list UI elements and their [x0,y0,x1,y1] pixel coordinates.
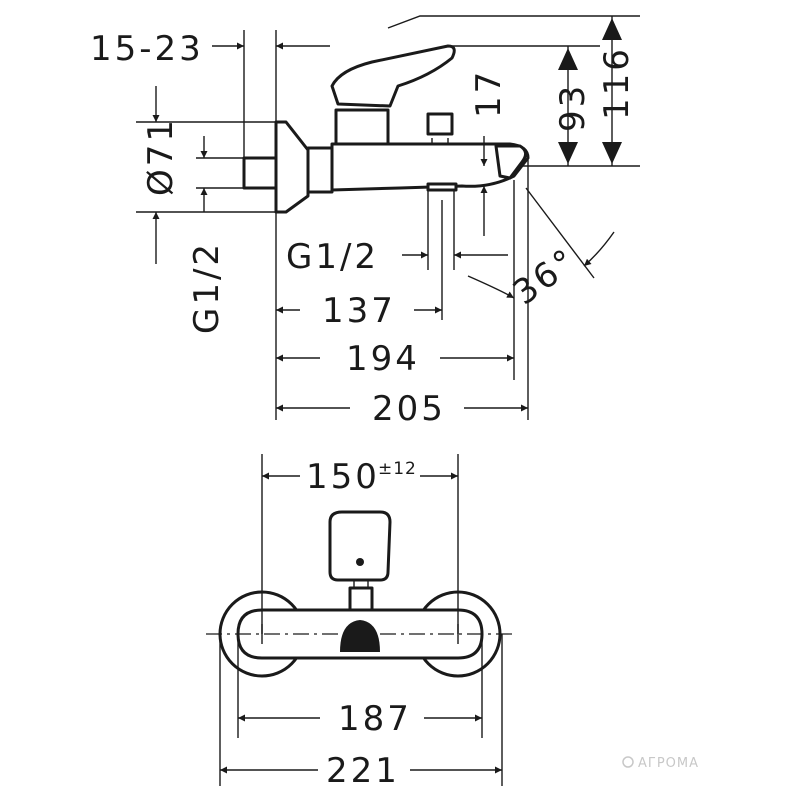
watermark: АГРОМА [622,756,699,771]
cartridge-housing [334,108,390,146]
spout-tip [494,144,527,180]
dim-93-arrow-top [558,48,578,70]
union-nut [306,146,334,194]
ext-line-116-top [387,15,640,29]
dim-116-label: 116 [597,46,637,120]
dim-17-label: 17 [469,69,509,118]
ext-lines-g12 [427,190,455,270]
front-handle [328,510,392,582]
dim-36-arrow-right [583,231,615,267]
dim-93-label: 93 [553,83,593,132]
dim-150-label: 150 [306,457,380,497]
diverter-knob [426,112,454,136]
ext-lines-221 [219,634,503,786]
outlet-aerator [426,182,458,192]
flange-escutcheon [274,120,310,214]
dim-137-label: 137 [322,291,396,331]
inlet-connector [242,156,280,190]
dim-15-23-label: 15-23 [90,29,204,69]
diverter-stem [431,138,449,144]
dim-36-arrow-left [467,275,515,299]
lever-handle [330,44,456,108]
dim-150-tolerance: ±12 [378,459,417,479]
dim-187-label: 187 [338,699,412,739]
ext-lines-inlet [196,157,244,189]
dim-71-label: Ø71 [141,117,181,196]
front-outlet [340,620,380,652]
dim-g12-inlet-label: G1/2 [187,241,227,334]
front-view: 150 ±12 187 221 [206,454,516,791]
ext-lines-187 [237,640,483,738]
handle-indicator [356,558,364,566]
dim-221-label: 221 [326,751,400,791]
front-neck [348,586,374,612]
ext-line-angle [525,187,595,279]
ext-lines-150 [261,454,459,634]
dim-205-label: 205 [372,389,446,429]
side-view: 15-23 Ø71 G1/2 17 93 116 G1/2 36° 137 19… [90,15,640,429]
dim-93-arrow-bottom [558,142,578,164]
watermark-text: АГРОМА [638,756,699,771]
dim-116-arrow-bottom [602,142,622,164]
dim-116-arrow-top [602,18,622,40]
dim-194-label: 194 [346,339,420,379]
dim-g12-outlet-label: G1/2 [286,237,379,277]
watermark-logo-icon [622,756,634,768]
